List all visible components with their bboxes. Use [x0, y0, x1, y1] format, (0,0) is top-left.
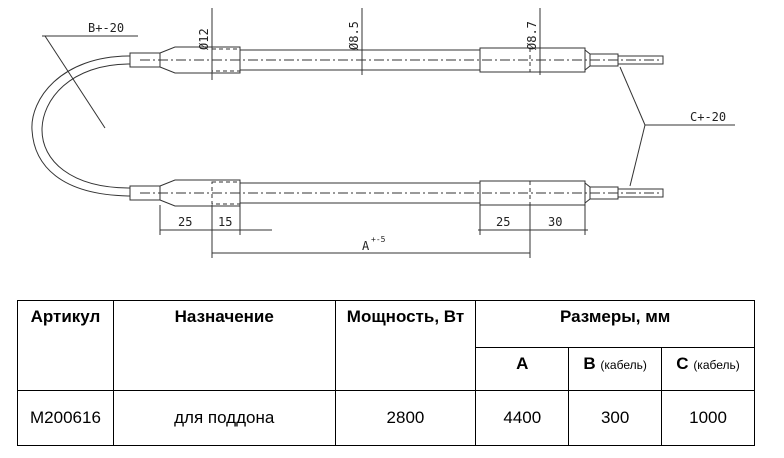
dim-a-tolerance: +-5 — [371, 235, 386, 244]
dim-30: 30 — [548, 215, 562, 229]
cell-power: 2800 — [334, 390, 477, 446]
header-b: B (кабель) — [568, 347, 663, 391]
dim-25-left: 25 — [178, 215, 192, 229]
header-b-note: (кабель) — [600, 358, 647, 372]
table-row: M200616 для поддона 2800 4400 300 1000 — [17, 390, 755, 446]
header-c-note: (кабель) — [693, 358, 740, 372]
cell-article: M200616 — [17, 390, 114, 446]
header-c: C (кабель) — [661, 347, 755, 391]
cell-c: 1000 — [661, 390, 755, 446]
dim-15: 15 — [218, 215, 232, 229]
cell-a: 4400 — [475, 390, 570, 446]
header-purpose: Назначение — [112, 300, 336, 391]
label-c: C+-20 — [690, 110, 726, 124]
header-a: A — [475, 347, 570, 391]
spec-table: Артикул Назначение Мощность, Вт Размеры,… — [17, 300, 755, 446]
dim-a: A — [362, 239, 370, 253]
cell-b: 300 — [568, 390, 663, 446]
cell-purpose: для поддона — [112, 390, 336, 446]
label-d87: Ø8.7 — [525, 21, 539, 50]
dim-25-right: 25 — [496, 215, 510, 229]
header-power: Мощность, Вт — [334, 300, 477, 391]
header-b-label: B — [583, 354, 596, 373]
label-d12: Ø12 — [197, 28, 211, 50]
label-d85: Ø8.5 — [347, 21, 361, 50]
label-b: B+-20 — [88, 21, 124, 35]
header-c-label: C — [676, 354, 689, 373]
header-sizes: Размеры, мм — [475, 300, 755, 348]
header-a-label: A — [516, 354, 529, 373]
header-article: Артикул — [17, 300, 114, 391]
heater-drawing: B+-20 C+-20 Ø12 Ø8.5 Ø8.7 25 15 25 30 A … — [31, 8, 735, 258]
